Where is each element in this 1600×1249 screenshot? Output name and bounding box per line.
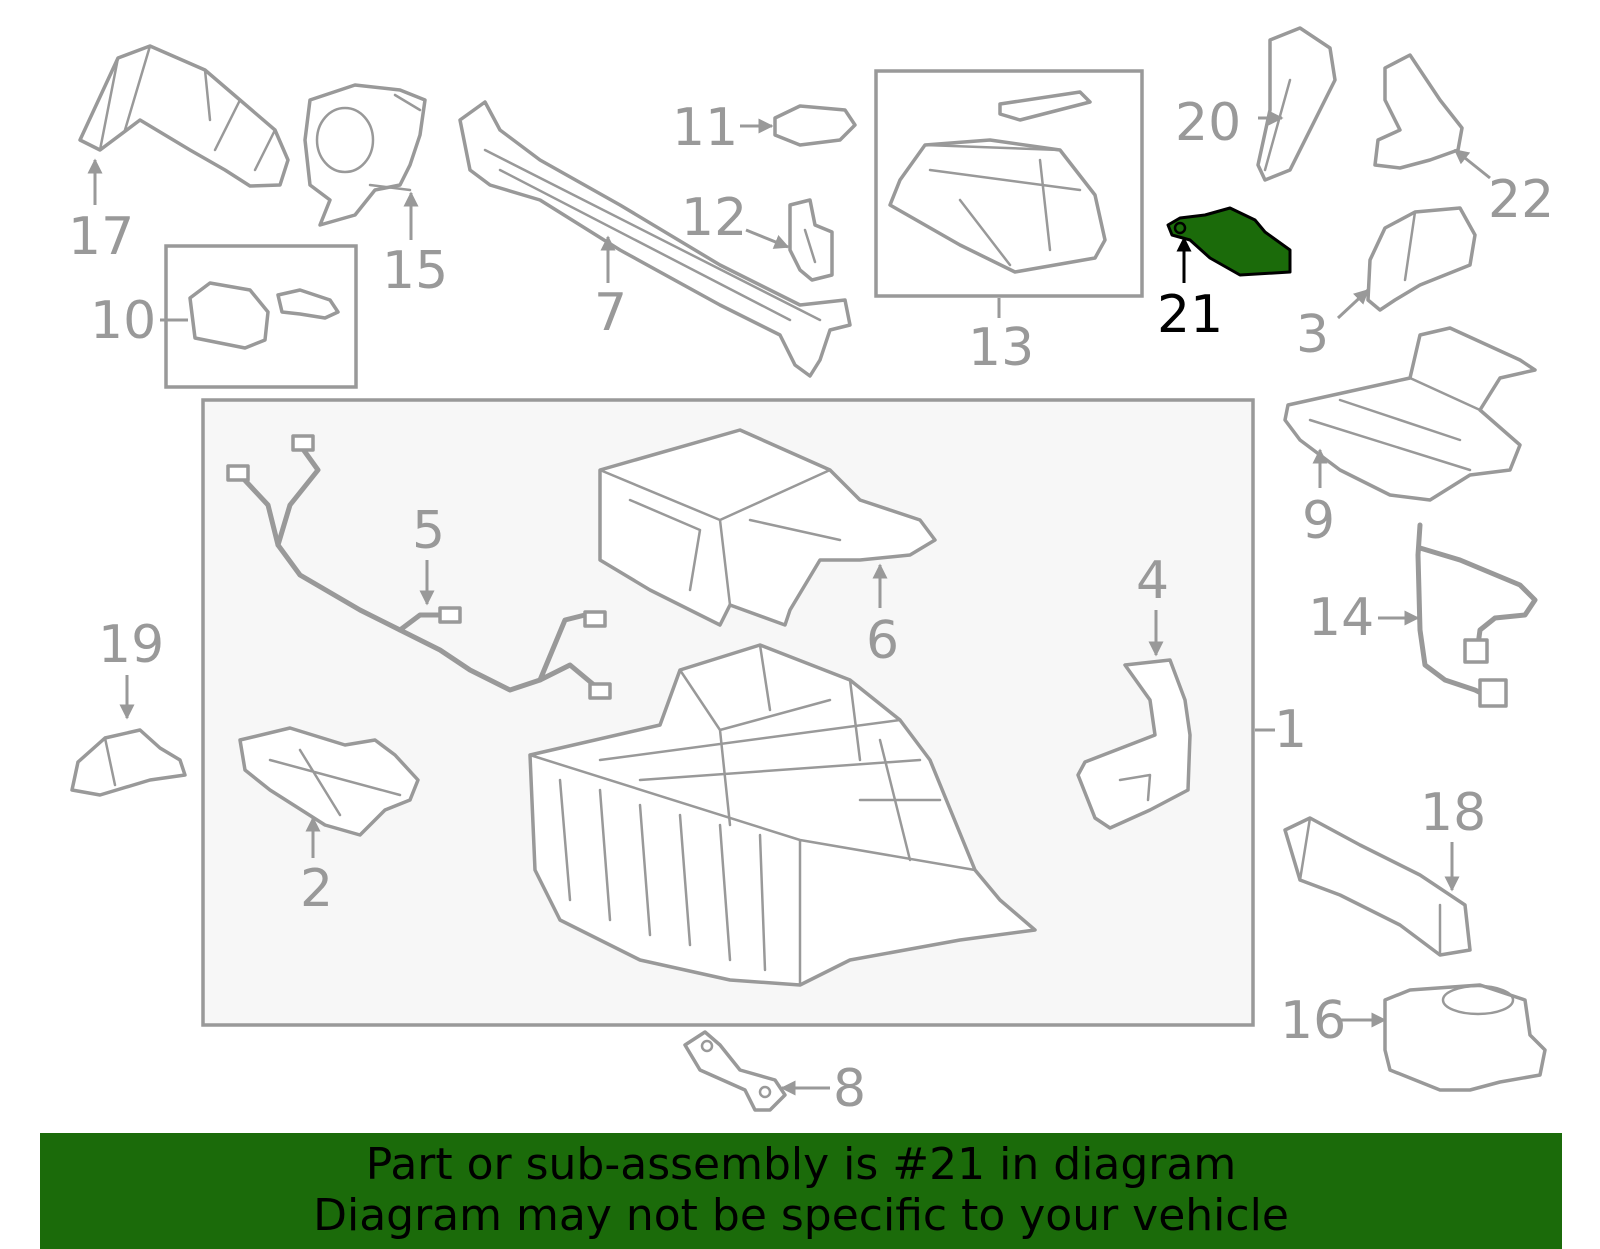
callout-21: 21 [1157, 285, 1223, 345]
part-18-duct[interactable] [1283, 816, 1472, 957]
callout-13: 13 [968, 318, 1034, 378]
part-16-blower[interactable] [1383, 983, 1547, 1092]
part-3-bracket[interactable] [1366, 206, 1477, 312]
part-13-control-unit[interactable] [888, 90, 1107, 274]
callout-22: 22 [1488, 170, 1554, 230]
part-7-crossmember[interactable] [458, 100, 852, 378]
part-8-bracket[interactable] [683, 1030, 787, 1112]
callout-5: 5 [412, 501, 445, 561]
callout-3: 3 [1296, 305, 1329, 365]
callout-6: 6 [866, 611, 899, 671]
callout-12: 12 [681, 188, 747, 248]
part-4-bracket[interactable] [1076, 658, 1192, 830]
part-21-highlighted[interactable] [1166, 206, 1292, 277]
part-22-duct[interactable] [1373, 53, 1464, 170]
callout-16: 16 [1280, 991, 1346, 1051]
callout-20: 20 [1175, 93, 1241, 153]
part-5-harness[interactable] [226, 434, 612, 700]
part-6-frame[interactable] [598, 428, 937, 627]
part-14-harness[interactable] [1415, 522, 1538, 708]
part-11-cover[interactable] [773, 104, 857, 147]
callout-10: 10 [90, 291, 156, 351]
callout-2: 2 [300, 859, 333, 919]
part-17-duct[interactable] [78, 44, 290, 188]
banner-line-2: Diagram may not be specific to your vehi… [313, 1190, 1289, 1241]
assembly-box-10 [164, 244, 358, 389]
callout-8: 8 [833, 1059, 866, 1119]
info-banner: Part or sub-assembly is #21 in diagram D… [40, 1133, 1562, 1249]
part-12-clip[interactable] [788, 198, 834, 282]
part-20-duct[interactable] [1256, 26, 1337, 182]
callout-11: 11 [672, 98, 738, 158]
callout-19: 19 [98, 615, 164, 675]
banner-line-1: Part or sub-assembly is #21 in diagram [365, 1139, 1237, 1190]
callout-9: 9 [1302, 491, 1335, 551]
callout-7: 7 [594, 283, 627, 343]
callout-14: 14 [1308, 588, 1374, 648]
part-2-bracket[interactable] [238, 726, 420, 837]
callout-15: 15 [382, 241, 448, 301]
battery-assembly[interactable] [528, 643, 1037, 987]
part-15-bracket[interactable] [303, 83, 427, 227]
part-19-bracket[interactable] [70, 728, 187, 797]
callout-17: 17 [68, 207, 134, 267]
assembly-box-13 [874, 69, 1144, 298]
callout-18: 18 [1420, 783, 1486, 843]
callout-4: 4 [1136, 551, 1169, 611]
callout-1: 1 [1274, 700, 1307, 760]
part-10-sensors[interactable] [188, 281, 340, 350]
